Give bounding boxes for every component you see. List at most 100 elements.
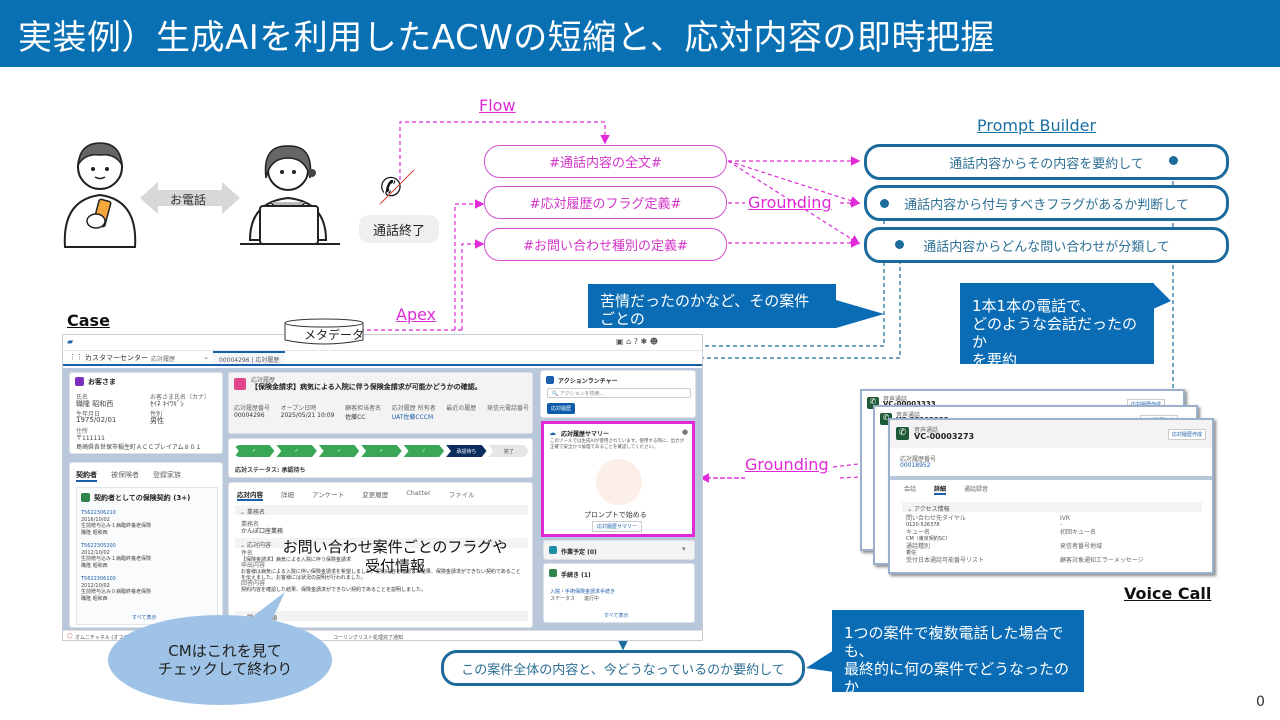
header-utility-icons[interactable]: ▣ ⌂ ? ✱ ☻ bbox=[616, 337, 659, 346]
customer-illustration bbox=[60, 135, 140, 250]
detail-tab[interactable]: アンケート bbox=[312, 491, 345, 499]
prompt-judge-flags: 通話内容から付与すべきフラグがあるか判断して bbox=[864, 185, 1229, 221]
phone-call-arrow: お電話 bbox=[140, 180, 240, 216]
contracts-card: 契約者 被保険者 登録家族 契約者としての保険契約 (3+) T56223062… bbox=[69, 462, 223, 628]
double-arrow-icon bbox=[140, 182, 240, 214]
content-rows: 件名 【保険金請求】病気による入院に伴う保険金請求 申出内容 お客様は病気による… bbox=[241, 550, 521, 594]
voice-tab[interactable]: 会話 bbox=[904, 486, 917, 493]
prompt-builder-label[interactable]: Prompt Builder bbox=[977, 116, 1097, 135]
global-header: ▰ ▣ ⌂ ? ✱ ☻ bbox=[63, 335, 702, 351]
procedures-icon bbox=[549, 569, 557, 577]
field-label: お客さま氏名（カナ） bbox=[150, 394, 211, 401]
section-access-info[interactable]: ⌄ アクセス情報 bbox=[902, 502, 1202, 513]
contract-id[interactable]: T5622306210 bbox=[81, 510, 116, 516]
record-field: 発信元電話番号 bbox=[486, 405, 529, 412]
utility-omni-channel[interactable]: オムニチャネル (オフライン) bbox=[75, 635, 141, 641]
case-label[interactable]: Case bbox=[67, 311, 110, 330]
detail-tab[interactable]: Chatter bbox=[406, 489, 431, 497]
view-all-link[interactable]: すべて表示 bbox=[604, 613, 629, 619]
voice-call-label[interactable]: Voice Call bbox=[1124, 584, 1212, 603]
database-icon bbox=[284, 318, 364, 345]
field-value: 職隆 昭和西 bbox=[76, 400, 114, 408]
apex-connector-1 bbox=[454, 199, 485, 330]
action-search-input[interactable]: 🔍 アクションを検索... bbox=[547, 388, 691, 398]
contract-item: T5622305200 2012/10/02 生前贈与込み１病臨終養老保険 職隆… bbox=[81, 543, 151, 569]
contract-tab[interactable]: 登録家族 bbox=[153, 471, 181, 479]
view-all-link[interactable]: すべて表示 bbox=[132, 615, 157, 621]
field-value: かんぽ口座業務 bbox=[241, 528, 284, 535]
record-type: 音声通話 bbox=[896, 412, 921, 419]
workspace-tab[interactable]: 00004296 | 応対履歴 bbox=[213, 351, 286, 364]
prompt3-to-summary bbox=[702, 246, 901, 359]
customer-title: お客さま bbox=[88, 378, 116, 386]
prompt-text: 通話内容からその内容を要約して bbox=[949, 156, 1144, 172]
voice-tab[interactable]: 通話録音 bbox=[964, 486, 989, 493]
vc-field: 発信者番号地域 bbox=[1060, 543, 1103, 550]
grounding-label-top[interactable]: Grounding bbox=[748, 193, 832, 212]
detail-tab[interactable]: 応対内容 bbox=[237, 491, 263, 501]
path-step[interactable]: 完了 bbox=[488, 445, 529, 457]
section-business[interactable]: ⌄ 業務名 bbox=[235, 505, 528, 516]
action-button[interactable]: 応対履歴 bbox=[547, 403, 576, 414]
nav-item[interactable]: 応対履歴 bbox=[151, 356, 176, 363]
operator-illustration bbox=[240, 140, 340, 250]
grounding-label-bottom[interactable]: Grounding bbox=[745, 455, 829, 474]
vc-field: 通話種別着信 bbox=[906, 543, 931, 557]
create-history-button[interactable]: 応対履歴作成 bbox=[1168, 429, 1207, 440]
detail-tab[interactable]: ファイル bbox=[448, 491, 475, 499]
field-value: ｾｲﾈ ｷｲﾜｷﾞｼ bbox=[150, 400, 184, 408]
path-step[interactable]: ✓ bbox=[234, 445, 275, 457]
contract-type: 生前贈与込み１病臨終養老保険 bbox=[81, 556, 152, 562]
procedure-link[interactable]: 入院・手術保険金請求手続き bbox=[550, 589, 616, 595]
voice-tab[interactable]: 詳細 bbox=[934, 486, 947, 495]
path-step[interactable]: ✓ bbox=[403, 445, 445, 457]
contract-icon bbox=[81, 493, 90, 502]
section-content[interactable]: ⌄ 応対内容 bbox=[235, 538, 528, 549]
summary-title: 応対履歴サマリー bbox=[561, 431, 610, 438]
contract-list: 契約者としての保険契約 (3+) T5622306210 2016/10/02 … bbox=[76, 487, 218, 625]
record-title: 【保険金請求】病気による入院に伴う保険金請求が可能かどうかの確認。 bbox=[251, 383, 482, 391]
procedure-status-label: ステータス bbox=[550, 596, 576, 602]
vc-field: 受付日本通話可能番号リスト bbox=[906, 557, 985, 564]
contract-tab[interactable]: 契約者 bbox=[76, 470, 97, 482]
vc-field: 顧客対象通知エラーメッセージ bbox=[1060, 557, 1144, 564]
tasks-dropdown-icon[interactable]: ▾ bbox=[682, 545, 686, 553]
nav-dropdown-icon[interactable]: ⌄ bbox=[203, 353, 209, 361]
path-step[interactable]: 承認待ち bbox=[446, 445, 487, 457]
divider bbox=[890, 476, 1212, 480]
contract-id[interactable]: T5622306100 bbox=[81, 576, 116, 582]
summary-info-icon[interactable]: ● bbox=[682, 428, 689, 436]
page-number: 0 bbox=[1256, 694, 1265, 710]
speech-bubble bbox=[108, 592, 332, 705]
phone-label: お電話 bbox=[170, 193, 207, 207]
status-path-card: ✓✓✓✓✓承認待ち完了 応対ステータス: 承認待ち bbox=[228, 438, 533, 478]
callout-pointer bbox=[1153, 283, 1171, 309]
path-step[interactable]: ✓ bbox=[361, 445, 402, 457]
flow-label[interactable]: Flow bbox=[479, 96, 516, 115]
metadata-database: メタデータ bbox=[284, 318, 364, 346]
launcher-icon bbox=[546, 376, 554, 384]
contract-id[interactable]: T5622305200 bbox=[81, 543, 116, 549]
logo-icon: ▰ bbox=[67, 337, 74, 346]
summary-generate-button[interactable]: 応対履歴サマリー bbox=[592, 521, 643, 532]
path-step[interactable]: ✓ bbox=[276, 445, 317, 457]
detail-tab[interactable]: 詳細 bbox=[281, 491, 294, 499]
app-launcher-icon[interactable]: ⋮⋮⋮ bbox=[69, 353, 90, 361]
path-step[interactable]: ✓ bbox=[318, 445, 360, 457]
apex-label[interactable]: Apex bbox=[396, 305, 437, 324]
connector-dot bbox=[895, 240, 904, 249]
prompt-text: 通話内容から付与すべきフラグがあるか判断して bbox=[904, 197, 1189, 213]
history-link[interactable]: 00018952 bbox=[900, 462, 931, 469]
record-type: 音声通話 bbox=[914, 427, 939, 434]
utility-calling-list[interactable]: コーリングリスト処理完了通知 bbox=[333, 635, 404, 641]
field-label: 氏名 bbox=[76, 394, 89, 401]
fulltext-to-prompt2 bbox=[727, 160, 861, 206]
contract-tab[interactable]: 被保険者 bbox=[111, 471, 139, 479]
detail-tab[interactable]: 変更履歴 bbox=[362, 491, 389, 499]
connector-dot bbox=[880, 199, 889, 208]
contract-item: T5622306100 2012/10/02 生前贈与込み０病臨終養老保険 職隆… bbox=[81, 576, 151, 602]
